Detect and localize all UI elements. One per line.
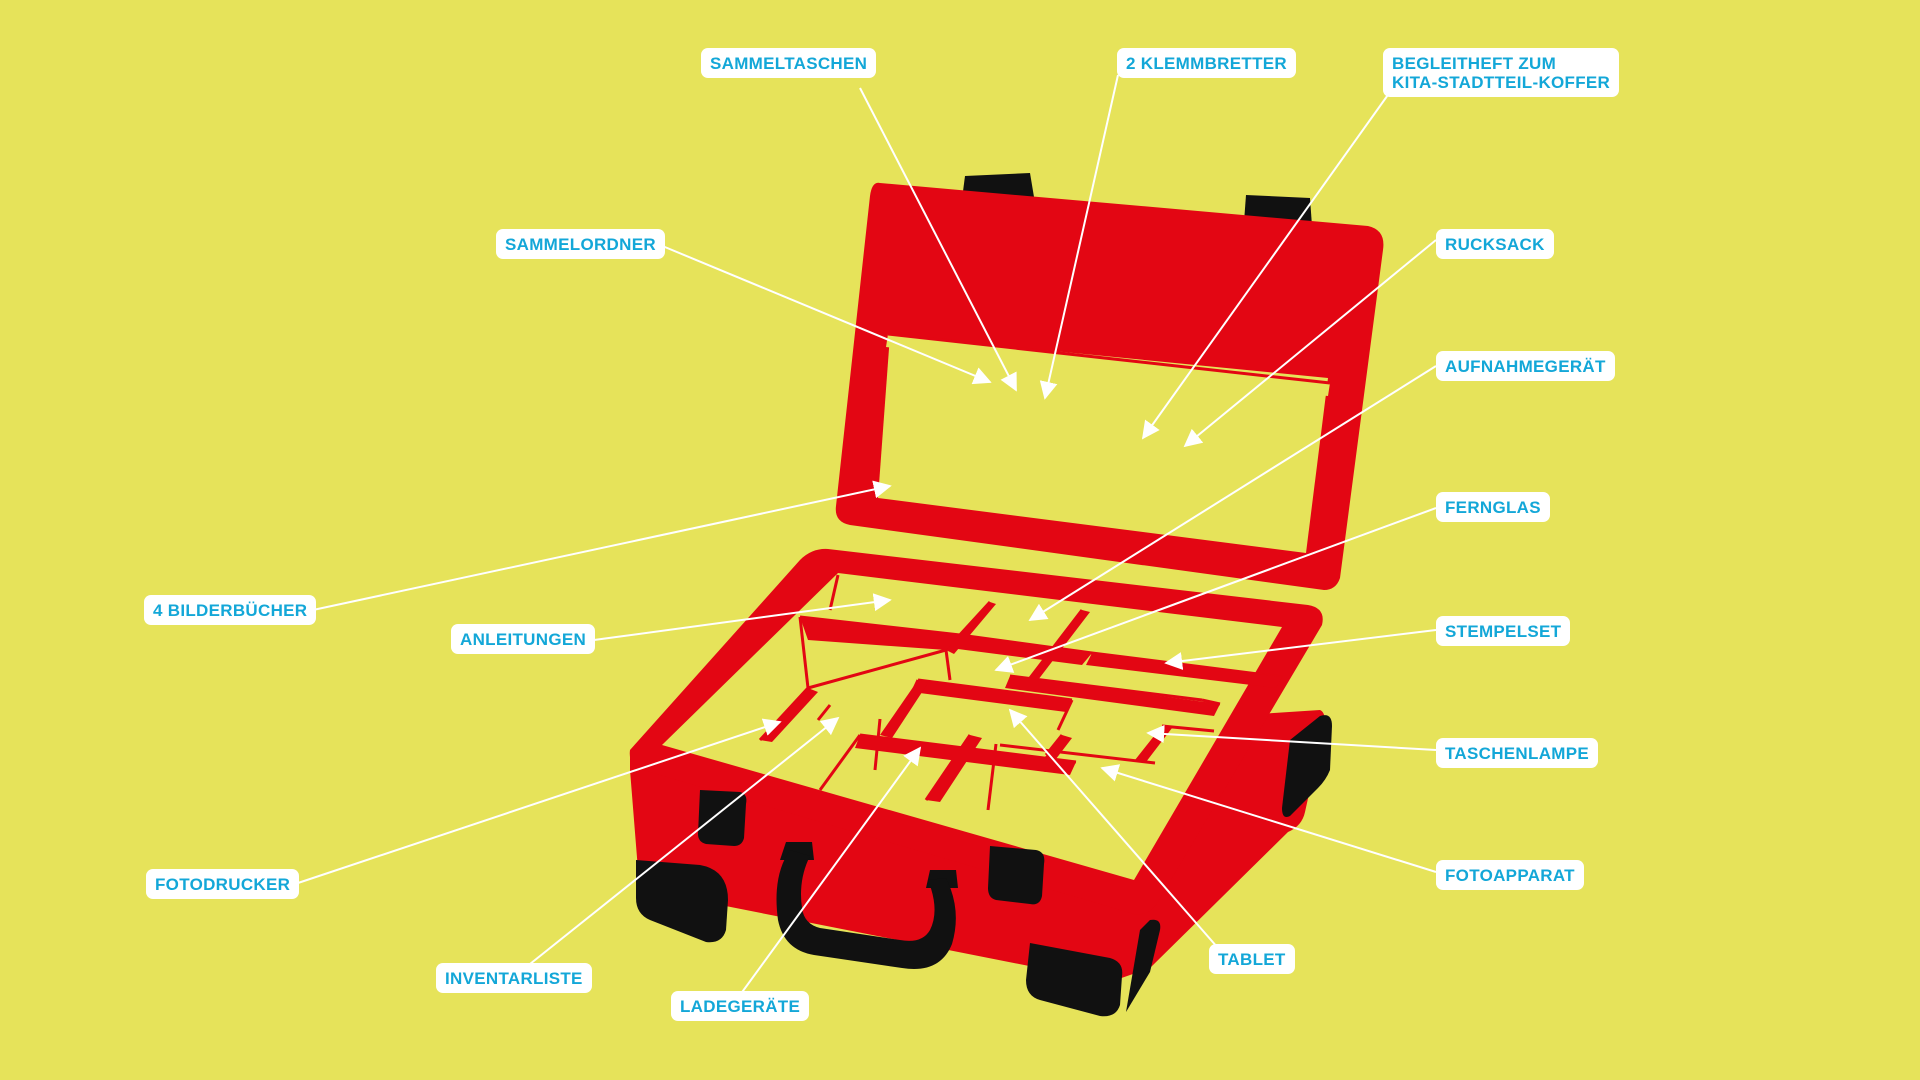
open-suitcase-icon — [629, 173, 1384, 1017]
label-begleitheft: BEGLEITHEFT ZUM KITA-STADTTEIL-KOFFER — [1383, 48, 1620, 97]
label-text: 4 BILDERBÜCHER — [153, 601, 308, 620]
label-fernglas: FERNGLAS — [1436, 492, 1550, 522]
label-text: FERNGLAS — [1445, 498, 1541, 517]
label-text: LADEGERÄTE — [680, 997, 801, 1016]
label-text: SAMMELTASCHEN — [710, 54, 868, 73]
leader-fotodrucker — [294, 718, 782, 885]
label-fotodrucker: FOTODRUCKER — [146, 869, 300, 899]
label-text: SAMMELORDNER — [505, 235, 656, 254]
label-text: TABLET — [1218, 950, 1286, 969]
label-taschenlampe: TASCHENLAMPE — [1436, 738, 1599, 768]
label-text: STEMPELSET — [1445, 622, 1562, 641]
label-text-line2: KITA-STADTTEIL-KOFFER — [1392, 73, 1611, 92]
label-text: FOTOAPPARAT — [1445, 866, 1575, 885]
label-text: 2 KLEMMBRETTER — [1126, 54, 1287, 73]
leader-klemmbretter — [1039, 74, 1119, 400]
leader-sammeltaschen — [859, 87, 1017, 392]
leader-fotoapparat — [1100, 764, 1437, 873]
leader-ladegeraete — [739, 746, 922, 996]
label-text: FOTODRUCKER — [155, 875, 291, 894]
label-text: RUCKSACK — [1445, 235, 1545, 254]
leader-taschenlampe — [1146, 724, 1437, 751]
leader-anleitungen — [593, 593, 892, 641]
label-ladegeraete: LADEGERÄTE — [671, 991, 810, 1021]
label-sammeltaschen: SAMMELTASCHEN — [701, 48, 877, 78]
leader-sammelordner — [659, 244, 992, 385]
label-inventarliste: INVENTARLISTE — [436, 963, 592, 993]
label-aufnahmegeraet: AUFNAHMEGERÄT — [1436, 351, 1615, 381]
label-text: AUFNAHMEGERÄT — [1445, 357, 1606, 376]
suitcase-handle-icon — [776, 842, 958, 969]
leader-stempelset — [1164, 629, 1437, 670]
label-text: INVENTARLISTE — [445, 969, 583, 988]
leader-tablet — [1008, 708, 1219, 949]
label-tablet: TABLET — [1209, 944, 1295, 974]
label-text: ANLEITUNGEN — [460, 630, 587, 649]
label-bilderbuecher: 4 BILDERBÜCHER — [144, 595, 317, 625]
label-text: TASCHENLAMPE — [1445, 744, 1590, 763]
leader-inventarliste — [524, 716, 840, 969]
leader-fernglas — [994, 507, 1437, 673]
label-rucksack: RUCKSACK — [1436, 229, 1554, 259]
label-anleitungen: ANLEITUNGEN — [451, 624, 596, 654]
label-fotoapparat: FOTOAPPARAT — [1436, 860, 1584, 890]
leader-bilderbuecher — [312, 480, 892, 611]
leader-aufnahmegeraet — [1028, 365, 1437, 621]
leader-lines — [294, 74, 1437, 996]
label-stempelset: STEMPELSET — [1436, 616, 1571, 646]
leader-rucksack — [1183, 239, 1437, 448]
leader-begleitheft — [1141, 91, 1391, 440]
label-sammelordner: SAMMELORDNER — [496, 229, 665, 259]
label-text-line1: BEGLEITHEFT ZUM — [1392, 54, 1557, 73]
label-klemmbretter: 2 KLEMMBRETTER — [1117, 48, 1296, 78]
